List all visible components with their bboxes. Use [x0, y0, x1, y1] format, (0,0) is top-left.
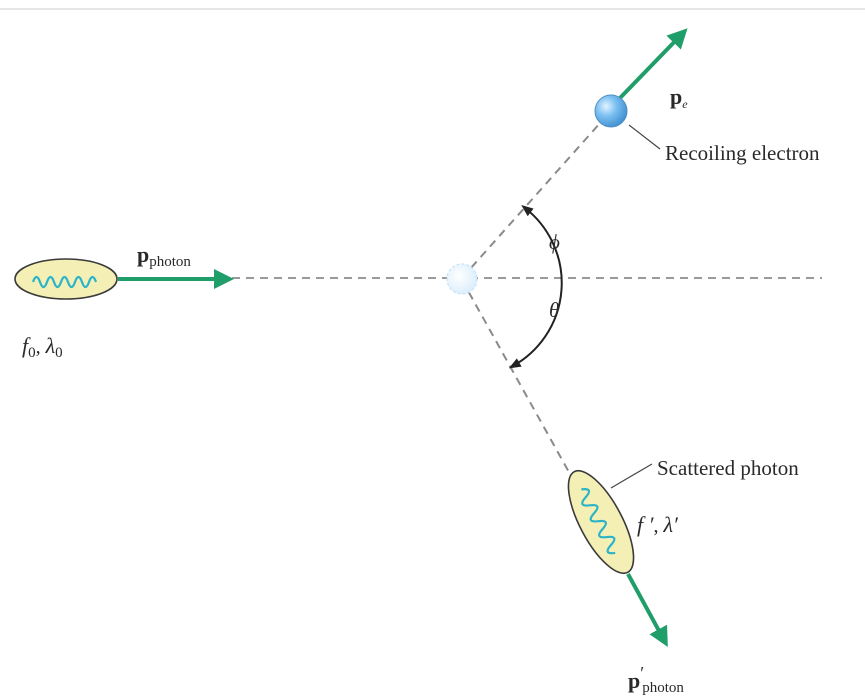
- incident-photon-wave: [31, 275, 98, 289]
- recoiling-electron: [594, 94, 628, 128]
- phi-angle-label: ϕ: [549, 230, 560, 254]
- theta-angle-label: θ: [549, 298, 559, 322]
- scattered-photon-packet: [567, 469, 635, 575]
- scattered-photon-wave: [581, 488, 616, 555]
- scattered-photon-frequency-wavelength-label: f ′, λ′: [637, 512, 679, 537]
- scattered-photon-label-leader: [610, 463, 653, 489]
- scattered-photon-momentum-arrow: [626, 573, 668, 648]
- recoiling-electron-label: Recoiling electron: [665, 141, 820, 165]
- electron-momentum-arrow: [618, 28, 688, 100]
- scattered-photon-momentum-label: p′photon: [628, 663, 684, 696]
- angle-arc: [508, 205, 563, 369]
- scattered-photon-label: Scattered photon: [657, 456, 799, 480]
- electron-label-leader: [628, 124, 661, 150]
- electron-path-dashed-line: [461, 112, 610, 279]
- scattered-photon-path-dashed-line: [461, 279, 571, 475]
- initial-electron: [446, 263, 478, 295]
- incident-photon-frequency-wavelength-label: f0, λ0: [22, 333, 63, 361]
- incident-photon-momentum-label: pphoton: [137, 242, 191, 270]
- electron-momentum-label: pe: [670, 84, 688, 111]
